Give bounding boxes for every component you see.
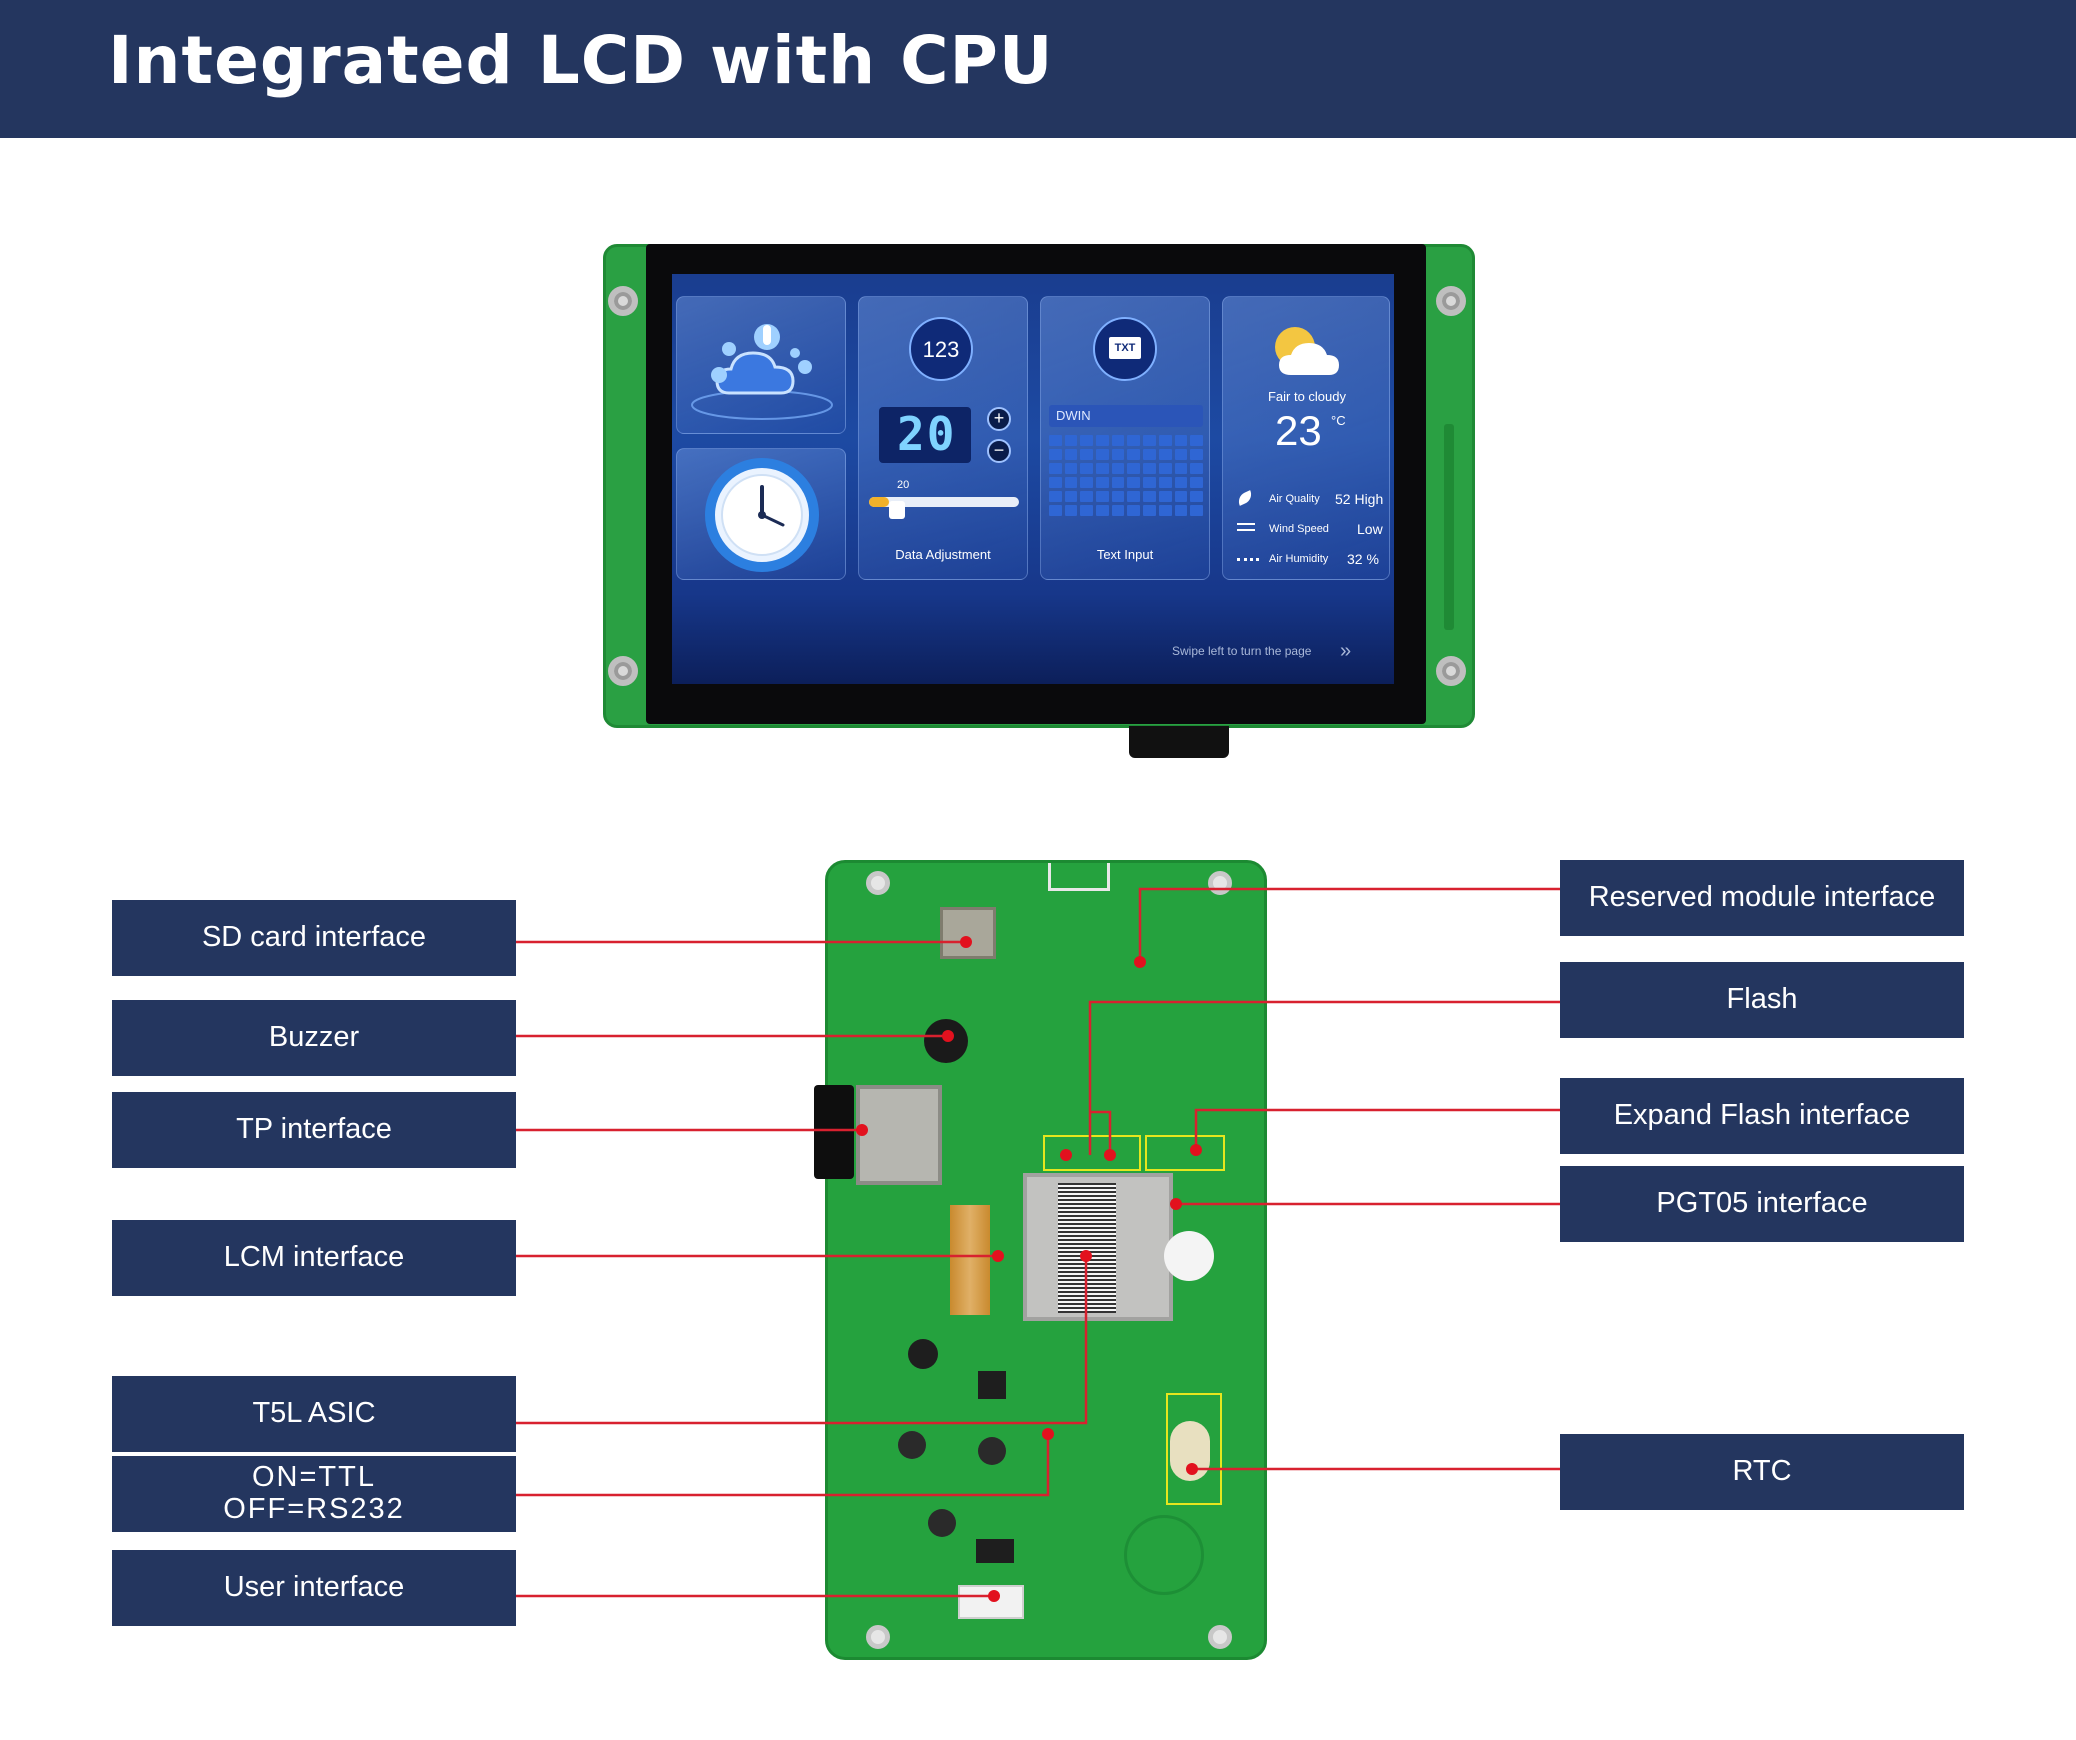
- electrolytic-capacitor-icon: [898, 1431, 926, 1459]
- sd-card-slot: [940, 907, 996, 959]
- txt-file-icon-badge: TXT: [1109, 337, 1141, 359]
- text-input-label: Text Input: [1096, 547, 1154, 562]
- ic-chip: [978, 1371, 1006, 1399]
- expand-flash-outline: [1145, 1135, 1225, 1171]
- number-icon-text: 123: [922, 337, 960, 362]
- cloud-thermometer-icon: [691, 324, 833, 420]
- temperature-value: 23: [1275, 407, 1322, 454]
- lcd-side-strip: [1444, 424, 1454, 630]
- mount-hole-icon: [608, 286, 638, 316]
- label-rtc: RTC: [1560, 1434, 1964, 1510]
- text-input-tile: TXT DWIN Text Input: [1040, 296, 1210, 580]
- air-humidity-label: Air Humidity: [1269, 553, 1329, 565]
- value-display: 20: [897, 407, 957, 461]
- label-ttl-line2: OFF=RS232: [223, 1493, 405, 1525]
- label-pgt05-interface: PGT05 interface: [1560, 1166, 1964, 1242]
- temperature-unit: °C: [1331, 413, 1346, 428]
- wind-icon: [1237, 523, 1255, 531]
- lcm-connector: [950, 1205, 990, 1315]
- mount-hole-icon: [1436, 656, 1466, 686]
- wind-speed-label: Wind Speed: [1269, 523, 1329, 535]
- slider-value: 20: [897, 479, 910, 491]
- buzzer-component: [924, 1019, 968, 1063]
- label-reserved-module-interface: Reserved module interface: [1560, 860, 1964, 936]
- data-adjustment-label: Data Adjustment: [895, 547, 991, 562]
- leaf-icon: [1235, 490, 1255, 506]
- label-lcm-interface: LCM interface: [112, 1220, 516, 1296]
- air-quality-label: Air Quality: [1269, 493, 1320, 505]
- ic-chip: [976, 1539, 1014, 1563]
- increment-button[interactable]: +: [987, 407, 1011, 431]
- weather-tile: Fair to cloudy 23 °C Air Quality 52 High…: [1222, 296, 1390, 580]
- label-expand-flash-interface: Expand Flash interface: [1560, 1078, 1964, 1154]
- clock-tile: [676, 448, 846, 580]
- tp-connector: [814, 1085, 854, 1179]
- sun-cloud-icon: [1275, 327, 1339, 375]
- humidity-icon: [1237, 555, 1259, 561]
- rtc-outline: [1166, 1393, 1222, 1505]
- user-connector: [958, 1585, 1024, 1619]
- clock-icon: [705, 458, 819, 572]
- label-ttl-rs232-switch: ON=TTL OFF=RS232: [112, 1456, 516, 1532]
- page-title: Integrated LCD with CPU: [108, 22, 1054, 99]
- reserved-module-pads: [1048, 863, 1110, 891]
- label-flash: Flash: [1560, 962, 1964, 1038]
- weather-condition: Fair to cloudy: [1267, 389, 1347, 404]
- double-chevron-right-icon[interactable]: »: [1340, 640, 1352, 662]
- mount-hole-icon: [1436, 286, 1466, 316]
- wind-speed-value: Low: [1357, 521, 1383, 537]
- tp-shield-block: [856, 1085, 942, 1185]
- label-buzzer: Buzzer: [112, 1000, 516, 1076]
- white-round-part: [1164, 1231, 1214, 1281]
- mount-hole-icon: [866, 1625, 890, 1649]
- barcode-label: [1058, 1183, 1116, 1313]
- electrolytic-capacitor-icon: [928, 1509, 956, 1537]
- slider-fill: [869, 497, 889, 507]
- slider-handle-icon[interactable]: [889, 501, 905, 519]
- air-quality-value: 52 High: [1335, 491, 1384, 507]
- mount-hole-icon: [1208, 1625, 1232, 1649]
- data-slider[interactable]: [869, 497, 1019, 507]
- air-humidity-value: 32 %: [1347, 551, 1379, 567]
- number-icon: [909, 317, 973, 381]
- label-tp-interface: TP interface: [112, 1092, 516, 1168]
- rtc-battery: [1170, 1421, 1210, 1481]
- label-t5l-asic: T5L ASIC: [112, 1376, 516, 1452]
- decrement-button[interactable]: −: [987, 439, 1011, 463]
- lcd-bottom-connector: [1129, 726, 1229, 758]
- back-pcb-board: [814, 860, 1267, 1660]
- swipe-hint: Swipe left to turn the page: [1172, 644, 1312, 658]
- header-bar: Integrated LCD with CPU: [0, 0, 2076, 138]
- value-box: [879, 407, 971, 463]
- lcd-screen: 123 20 + − 20 Data Adjustment TXT DWIN T…: [672, 274, 1394, 684]
- mount-hole-icon: [1208, 871, 1232, 895]
- label-user-interface: User interface: [112, 1550, 516, 1626]
- inductor-component: [908, 1339, 938, 1369]
- label-ttl-line1: ON=TTL: [252, 1461, 376, 1494]
- data-adjustment-tile: 123 20 + − 20 Data Adjustment: [858, 296, 1028, 580]
- mount-hole-icon: [608, 656, 638, 686]
- on-screen-keyboard[interactable]: [1049, 435, 1203, 516]
- rtc-crystal-pad: [1124, 1515, 1204, 1595]
- mount-hole-icon: [866, 871, 890, 895]
- flash-chips-outline: [1043, 1135, 1141, 1171]
- text-input-field[interactable]: DWIN: [1049, 405, 1203, 427]
- electrolytic-capacitor-icon: [978, 1437, 1006, 1465]
- label-sd-card-interface: SD card interface: [112, 900, 516, 976]
- cloud-tile: [676, 296, 846, 434]
